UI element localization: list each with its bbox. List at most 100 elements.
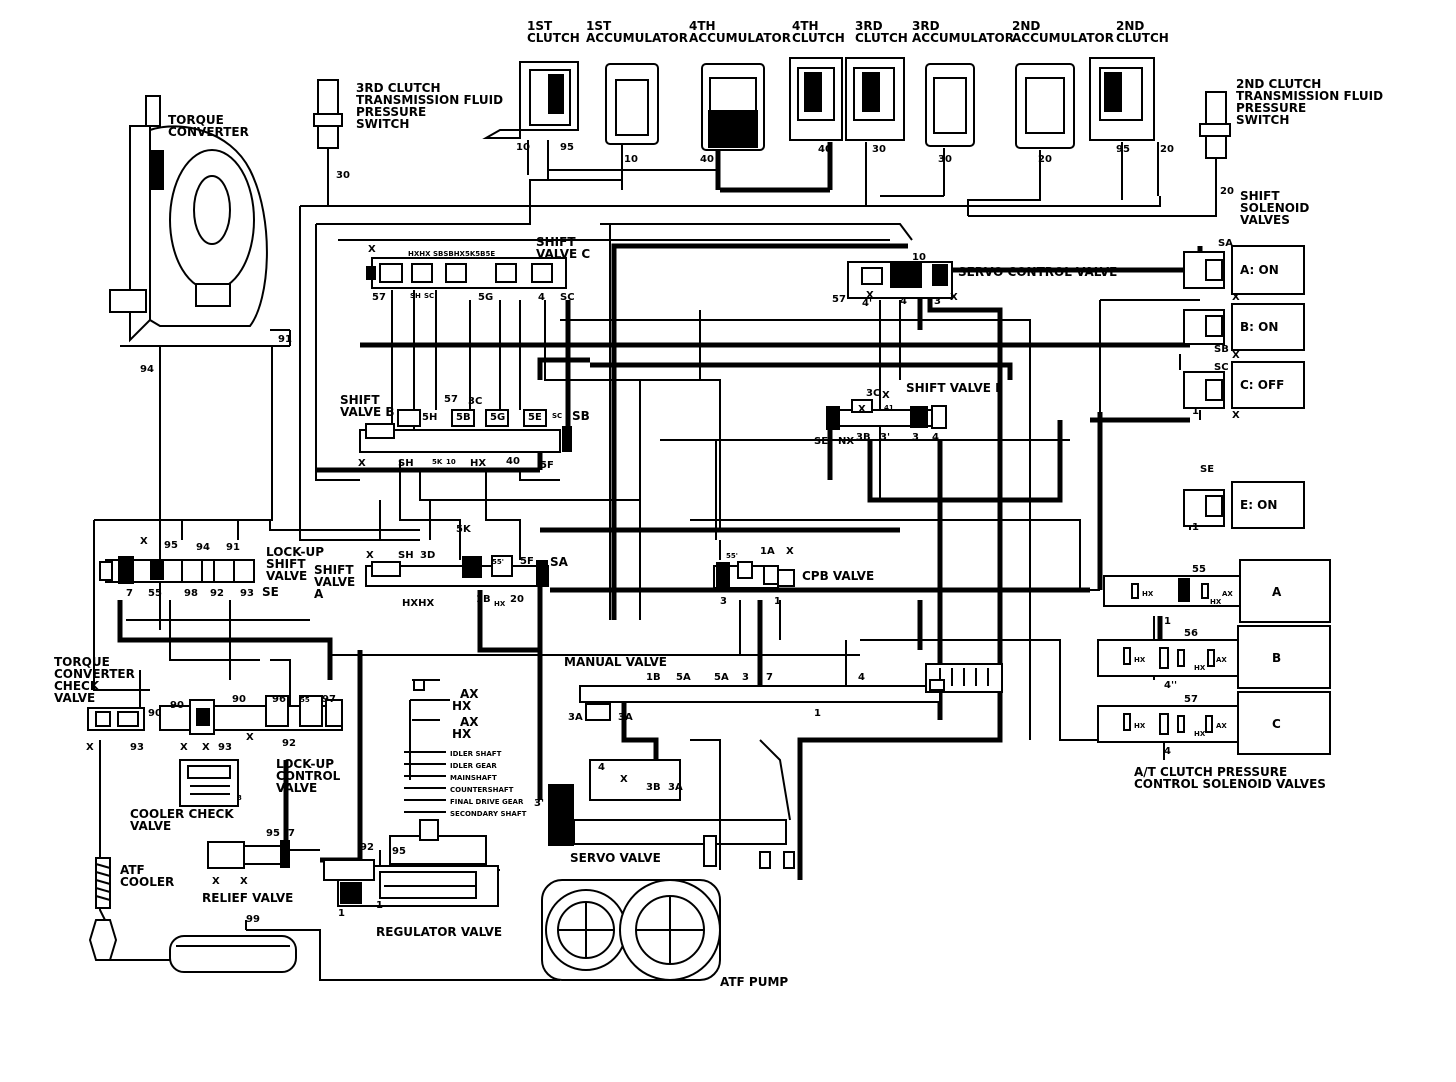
port-30-switch: 30 [336,170,350,181]
lc-port-93: 93 [218,742,232,753]
b-port-sh: SH [398,458,414,469]
top-label-3-line0: 4TH [792,19,819,33]
sv-port-10: 10 [912,252,926,263]
shaft-legend [404,679,450,813]
lockup-control-valve [159,695,343,735]
b-port-5f: 5F [540,460,554,471]
clutch-solenoid-b-name: B [1272,651,1281,665]
m-port-1: 1 [814,708,821,719]
port-20-switch: 20 [1220,186,1234,197]
top-label-5-line1: ACCUMULATOR [912,31,1014,45]
port-1st-acc: 10 [624,154,638,165]
third-clutch-pressure-switch: 30 [313,79,350,206]
shift-valve-b [359,409,572,453]
r-port-95b: 95 [392,846,406,857]
r-port-x: X [212,876,220,887]
sv-port-x: X [866,290,874,301]
lc-port-97: 97 [322,694,336,705]
e-port-x2: X [858,404,866,415]
solenoid-a-code: SA [1218,238,1233,249]
label-shift-sol-0: SHIFT [1240,189,1280,203]
label-shift-valve-a-0: SHIFT [314,563,354,577]
top-label-1-line1: ACCUMULATOR [586,31,688,45]
shift-solenoid-sa [1183,245,1305,295]
top-label-2-line1: ACCUMULATOR [689,31,791,45]
regulator-valve [323,819,499,907]
clutch-a-port: 55 [1192,564,1206,575]
label-shift-valve-c-0: SHIFT [536,235,576,249]
cpb-port-55: 55' [726,552,738,560]
a-port-55: 55' [492,558,504,566]
servo-control-valve [847,261,953,299]
top-label-7-line0: 2ND [1116,19,1144,33]
solenoid-b-code: SB [1214,344,1229,355]
label-2nd-switch-3: SWITCH [1236,113,1289,127]
manual-valve [579,663,1003,721]
b-port-10: 10 [446,458,456,466]
second-accumulator [1015,63,1075,192]
label-shift-sol-2: VALVES [1240,213,1290,227]
c-port-5g: 5G [478,292,493,303]
e-port-3p: 3' [880,432,890,443]
r-port-1: 1 [338,908,345,919]
a-port-5f: 5F [520,556,534,567]
m-port-5a2: 5A [714,672,729,683]
label-shift-valve-a-1: VALVE [314,575,355,589]
shift-solenoid-sc [1183,361,1305,409]
b-port-3c: 3C [468,396,482,407]
label-tc-check-1: CONVERTER [54,667,135,681]
m-port-3: 3 [742,672,749,683]
top-label-4-line0: 3RD [855,19,883,33]
solenoid-e-code: SE [1200,464,1214,475]
clutch-solenoid-c-name: C [1272,717,1281,731]
solenoid-e-state: E: ON [1240,498,1277,512]
label-shift-valve-b-0: SHIFT [340,393,380,407]
label-at-clutch-0: A/T CLUTCH PRESSURE [1134,765,1287,779]
sv-port-57: 57 [832,294,846,305]
a-port-x: X [366,550,374,561]
legend-shaft-4: FINAL DRIVE GEAR [450,798,524,806]
b-port-5k: 5K [432,458,443,466]
torque-converter-check-valve [87,707,145,731]
m-port-3a: 3A [568,712,583,723]
lc-port-90: 90 [170,700,184,711]
top-label-4-line1: CLUTCH [855,31,908,45]
l-port-98: 98 [184,588,198,599]
sv-port-x2: X [950,292,958,303]
legend-hx1: HX [452,699,472,713]
legend-shaft-5: SECONDARY SHAFT [450,810,527,818]
top-component-labels: 1ST CLUTCH 1ST ACCUMULATOR 4TH ACCUMULAT… [516,19,1174,165]
lc-port-x3: X [246,732,254,743]
atf-pump [541,879,721,981]
s-port-4: 4 [598,762,605,773]
b-port-sc: SC [552,412,562,420]
label-cooler-check-1: VALVE [130,819,171,833]
c-port-sc2: SC [560,292,575,303]
label-at-clutch-1: CONTROL SOLENOID VALVES [1134,777,1326,791]
label-lockup-shift-1: SHIFT [266,557,306,571]
fourth-clutch [789,57,843,190]
e-port-3b: 3B [856,432,871,443]
clutch-b-port: 56 [1184,628,1198,639]
lc-port-96: 96 [272,694,286,705]
l-port-92: 92 [210,588,224,599]
atf-cooler [88,857,118,961]
m-port-4: 4 [858,672,865,683]
top-label-2-line0: 4TH [689,19,716,33]
label-shift-sol-1: SOLENOID [1240,201,1309,215]
sv-port-3: 3 [934,296,941,307]
sa-x: X [1232,292,1240,303]
s-port-3p: 3' [534,798,544,809]
port-95a: 95 [560,142,574,153]
solenoid-c-state: C: OFF [1240,378,1284,392]
fourth-accumulator [701,63,765,190]
label-shift-valve-c-1: VALVE C [536,247,590,261]
label-shift-valve-e: SHIFT VALVE E [906,381,1003,395]
lockup-shift-valve [99,556,255,584]
label-lockup-shift-0: LOCK-UP [266,545,324,559]
sb-x: X [1232,350,1240,361]
e-port-3: 3 [912,432,919,443]
l-port-95: 95 [164,540,178,551]
label-lockup-control-1: CONTROL [276,769,341,783]
port-4th-clutch: 40 [818,144,832,155]
